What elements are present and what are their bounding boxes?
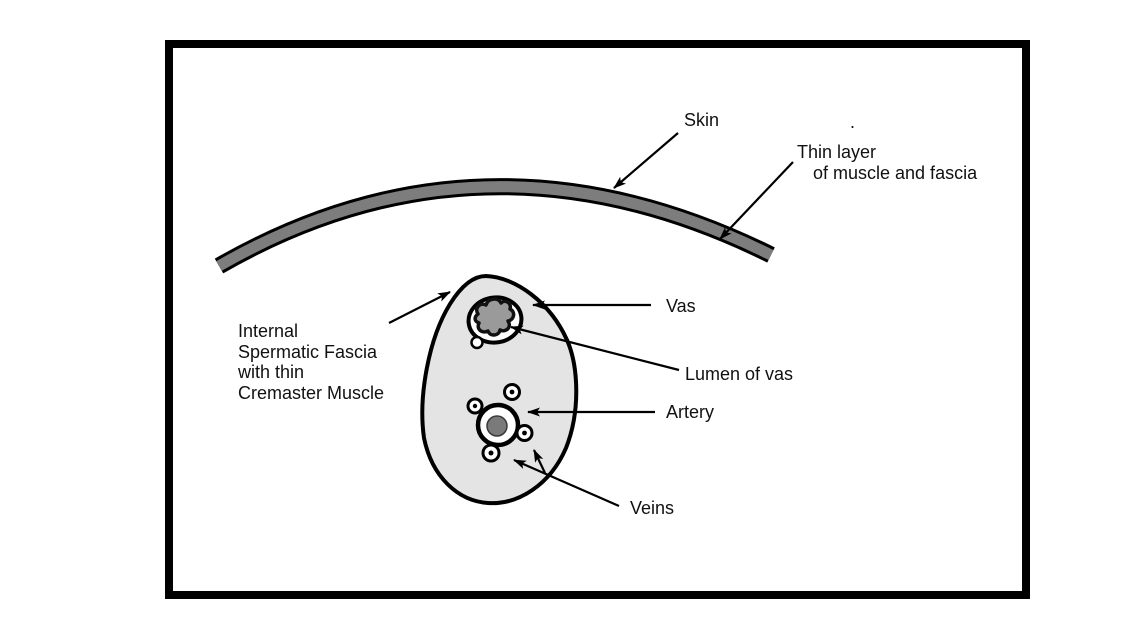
figure-frame (165, 40, 1030, 599)
thin-layer-arrow (719, 161, 794, 240)
internal-fascia-label: Internal Spermatic Fascia with thin Crem… (238, 321, 384, 403)
vas-label: Vas (666, 296, 696, 316)
small-vessel-circle (470, 335, 484, 350)
veins-label: Veins (630, 498, 675, 518)
artery-label: Artery (666, 402, 715, 422)
vein-4 (481, 443, 501, 463)
vas-lumen (473, 297, 516, 337)
internal-fascia-line4: Cremaster Muscle (238, 382, 385, 403)
skin-label: Skin (684, 110, 720, 130)
lumen-of-vas-label: Lumen of vas (685, 364, 794, 384)
thin-layer-line2: of muscle and fascia (813, 162, 978, 183)
vein-3 (515, 424, 534, 442)
vein-2 (466, 397, 484, 415)
thin-layer-line1: Thin layer (797, 142, 877, 162)
skin-arrow (613, 132, 679, 189)
thin-layer-label: Thin layer of muscle and fascia (797, 142, 977, 183)
stray-dot: . (850, 112, 856, 132)
lumen-arrow (510, 325, 680, 372)
internal-fascia-line1: Internal (238, 321, 299, 341)
skin-band (216, 181, 774, 271)
internal-fascia-line2: Spermatic Fascia (238, 341, 378, 362)
vein-1 (503, 383, 521, 401)
veins-arrow-main (513, 458, 620, 508)
internal-fascia-line3: with thin (238, 362, 305, 382)
artery-lumen (486, 415, 508, 437)
internal-fascia-arrow (388, 291, 451, 324)
veins-arrow-branch (533, 449, 546, 474)
